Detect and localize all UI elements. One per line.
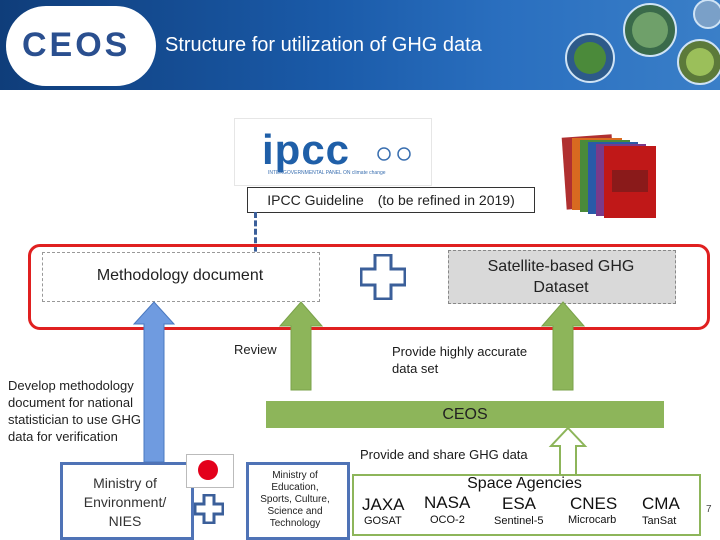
- plus-icon: [360, 254, 406, 300]
- agency-cnes: CNES: [570, 494, 618, 513]
- agency-nasa: NASA: [424, 493, 471, 512]
- green-up-arrow-provide-icon: [540, 301, 586, 391]
- ministry-education-line4: Science and: [267, 506, 323, 517]
- ministry-education-line5: Technology: [269, 518, 321, 529]
- ipcc-reports-books-icon: [561, 134, 656, 218]
- small-plus-icon: [194, 494, 224, 524]
- satellite-oco2: OCO-2: [430, 514, 465, 526]
- outputs-frame: [28, 244, 710, 330]
- satellite-gosat: GOSAT: [364, 515, 402, 527]
- un-emblems-icon: [377, 147, 411, 161]
- satellite-microcarb: Microcarb: [568, 514, 617, 526]
- ministry-education-label: Ministry of Education, Sports, Culture, …: [248, 470, 342, 530]
- satellite-dataset-box: [448, 250, 676, 304]
- japan-flag-sun: [198, 460, 218, 480]
- satellite-dataset-line1: Satellite-based GHG: [487, 258, 635, 275]
- ministry-education-box: [246, 462, 350, 540]
- provide-accurate-line2: data set: [392, 361, 439, 376]
- ceos-bar: CEOS: [266, 401, 664, 428]
- ceos-logo-badge: [6, 6, 156, 86]
- ministry-environment-line2: Environment/: [83, 494, 167, 510]
- green-up-arrow-review-icon: [278, 301, 324, 391]
- satellite-dataset-label: Satellite-based GHG Dataset: [448, 256, 674, 298]
- page-title: Structure for utilization of GHG data: [165, 34, 482, 56]
- page-number: 7: [706, 504, 712, 515]
- hollow-up-arrow-icon: [548, 426, 588, 477]
- satellite-tansat: TanSat: [642, 515, 677, 527]
- ministry-environment-line3: NIES: [108, 513, 142, 529]
- ministry-environment-line1: Ministry of: [93, 475, 157, 491]
- earth-images-decoration: [565, 0, 720, 85]
- space-agencies-title: Space Agencies: [467, 475, 582, 492]
- ministry-education-line3: Sports, Culture,: [260, 494, 330, 505]
- agency-cma: CMA: [642, 494, 680, 513]
- develop-methodology-text: Develop methodology document for nationa…: [8, 378, 141, 444]
- satellite-sentinel5: Sentinel-5: [494, 515, 544, 527]
- ipcc-logo-subtext: INTERGOVERNMENTAL PANEL ON climate chang…: [268, 170, 386, 176]
- ceos-logo-text: CEOS: [22, 26, 131, 64]
- satellite-dataset-line2: Dataset: [533, 279, 589, 296]
- ipcc-guideline-label: IPCC Guideline (to be refined in 2019): [247, 187, 535, 213]
- agency-jaxa: JAXA: [362, 495, 405, 514]
- ipcc-logo-text: ipcc: [262, 126, 351, 173]
- agency-esa: ESA: [502, 494, 537, 513]
- space-agencies-box: [352, 474, 701, 536]
- review-label: Review: [234, 342, 277, 357]
- provide-share-label: Provide and share GHG data: [360, 447, 528, 462]
- ministry-environment-label: Ministry of Environment/ NIES: [66, 474, 184, 531]
- provide-accurate-label: Provide highly accurate data set: [392, 343, 527, 377]
- provide-accurate-line1: Provide highly accurate: [392, 344, 528, 359]
- methodology-document-label: Methodology document: [96, 267, 264, 284]
- ministry-environment-box: [60, 462, 194, 540]
- ministry-education-line1: Ministry of: [272, 470, 318, 481]
- dashed-connector-line: [254, 212, 257, 260]
- methodology-document-box: [42, 252, 320, 302]
- ministry-education-line2: Education,: [271, 482, 319, 493]
